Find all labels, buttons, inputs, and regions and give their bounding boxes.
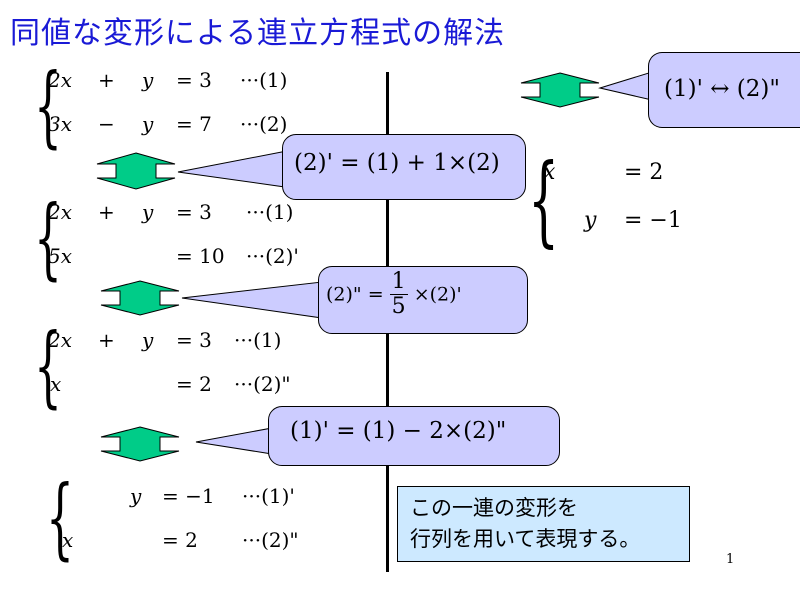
term-rhs: = 7 bbox=[176, 112, 212, 136]
callout-transform-2 bbox=[318, 266, 528, 334]
term-b: y bbox=[142, 200, 154, 224]
equation-tag: ···(1) bbox=[240, 68, 288, 92]
double-arrow-icon bbox=[100, 280, 180, 316]
term-rhs: = 3 bbox=[176, 68, 212, 92]
callout-transform-3-text: (1)' = (1) − 2×(2)" bbox=[290, 418, 507, 444]
term-op: + bbox=[98, 328, 115, 352]
callout-transform-1 bbox=[282, 134, 526, 200]
term-a: 2x bbox=[48, 200, 73, 224]
term-rhs: = 3 bbox=[176, 328, 212, 352]
equation-tag: ···(2)" bbox=[234, 372, 291, 396]
brace-icon: { bbox=[528, 144, 560, 258]
note-line-2: 行列を用いて表現する。 bbox=[410, 527, 641, 551]
equation-tag: ···(2)' bbox=[246, 244, 299, 268]
fraction-rhs: ×(2)' bbox=[413, 283, 462, 306]
brace-icon: { bbox=[34, 314, 62, 417]
fraction-lhs: (2)" = bbox=[326, 283, 384, 306]
double-arrow-icon bbox=[100, 426, 180, 462]
term-op: + bbox=[98, 200, 115, 224]
page-title: 同値な変形による連立方程式の解法 bbox=[10, 16, 506, 51]
term-a: 5x bbox=[48, 244, 73, 268]
result-y: y bbox=[584, 208, 597, 233]
term-a: 3x bbox=[48, 112, 73, 136]
term-b: y bbox=[142, 112, 154, 136]
term-rhs: = 10 bbox=[176, 244, 225, 268]
note-line-1: この一連の変形を bbox=[410, 496, 578, 520]
equation-tag: ···(1)' bbox=[242, 484, 295, 508]
term-rhs: = 2 bbox=[162, 528, 198, 552]
term-b: y bbox=[142, 328, 154, 352]
fraction-denominator: 5 bbox=[391, 294, 406, 319]
term-rhs: = 2 bbox=[176, 372, 212, 396]
result-x: x bbox=[543, 160, 556, 185]
brace-icon: { bbox=[34, 186, 62, 289]
result-y-value: = −1 bbox=[624, 208, 682, 233]
term-rhs: = 3 bbox=[176, 200, 212, 224]
term-a: 2x bbox=[48, 328, 73, 352]
brace-icon: { bbox=[34, 54, 62, 157]
term-op: + bbox=[98, 68, 115, 92]
term-b: y bbox=[130, 484, 142, 508]
callout-transform-2-text: (2)" = 1 5 ×(2)' bbox=[326, 270, 462, 319]
callout-transform-1-text: (2)' = (1) + 1×(2) bbox=[294, 150, 500, 176]
note-box: この一連の変形を 行列を用いて表現する。 bbox=[397, 486, 690, 562]
result-x-value: = 2 bbox=[624, 160, 664, 185]
term-a: x bbox=[50, 372, 62, 396]
fraction-numerator: 1 bbox=[389, 269, 408, 295]
equation-tag: ···(2)" bbox=[242, 528, 299, 552]
callout-swap bbox=[648, 52, 800, 128]
term-rhs: = −1 bbox=[162, 484, 215, 508]
double-arrow-icon bbox=[96, 152, 176, 190]
term-op: − bbox=[98, 112, 115, 136]
fraction: 1 5 bbox=[389, 269, 408, 319]
term-a: 2x bbox=[48, 68, 73, 92]
equation-tag: ···(1) bbox=[246, 200, 294, 224]
double-arrow-icon bbox=[520, 72, 600, 108]
term-a: x bbox=[62, 528, 74, 552]
callout-swap-text: (1)' ↔ (2)" bbox=[664, 76, 780, 102]
equation-tag: ···(2) bbox=[240, 112, 288, 136]
brace-icon: { bbox=[46, 466, 74, 569]
page-number: 1 bbox=[726, 552, 735, 567]
term-b: y bbox=[142, 68, 154, 92]
equation-tag: ···(1) bbox=[234, 328, 282, 352]
callout-transform-3 bbox=[268, 406, 560, 466]
